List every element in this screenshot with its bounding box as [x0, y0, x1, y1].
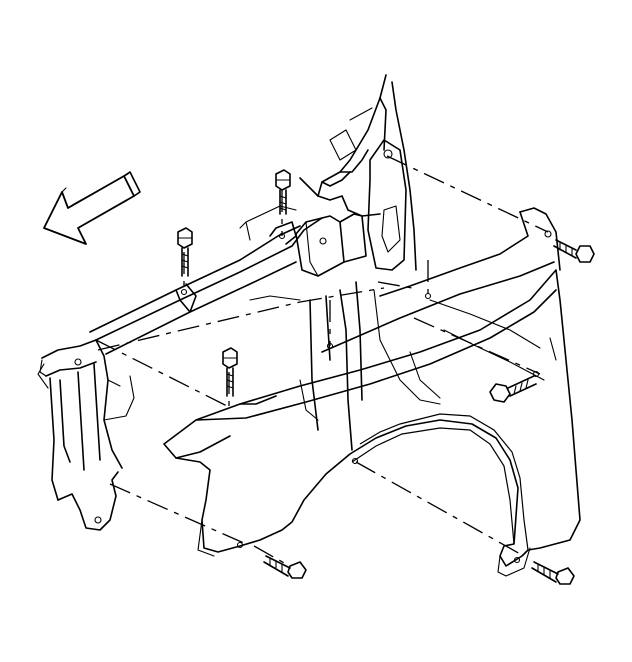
front-fender: [163, 207, 581, 577]
fender-bolt-5: [489, 375, 537, 403]
cowl-pillar: [299, 74, 417, 271]
cowl-bracket: [295, 213, 367, 277]
fender-bolt-3: [222, 347, 238, 397]
vehicle-front-arrow: [43, 171, 141, 245]
radiator-support: [37, 339, 135, 531]
fender-support-rail: [89, 205, 323, 355]
fender-bolt-7: [531, 561, 575, 585]
fender-bolt-2: [177, 227, 193, 277]
alignment-lines: [95, 155, 549, 565]
inner-wheelhouse: [249, 281, 441, 451]
mounting-holes: [180, 230, 552, 378]
fender-bolt-1: [275, 169, 291, 215]
fender-bolt-6: [263, 555, 307, 579]
fender-bolt-4: [553, 239, 595, 263]
